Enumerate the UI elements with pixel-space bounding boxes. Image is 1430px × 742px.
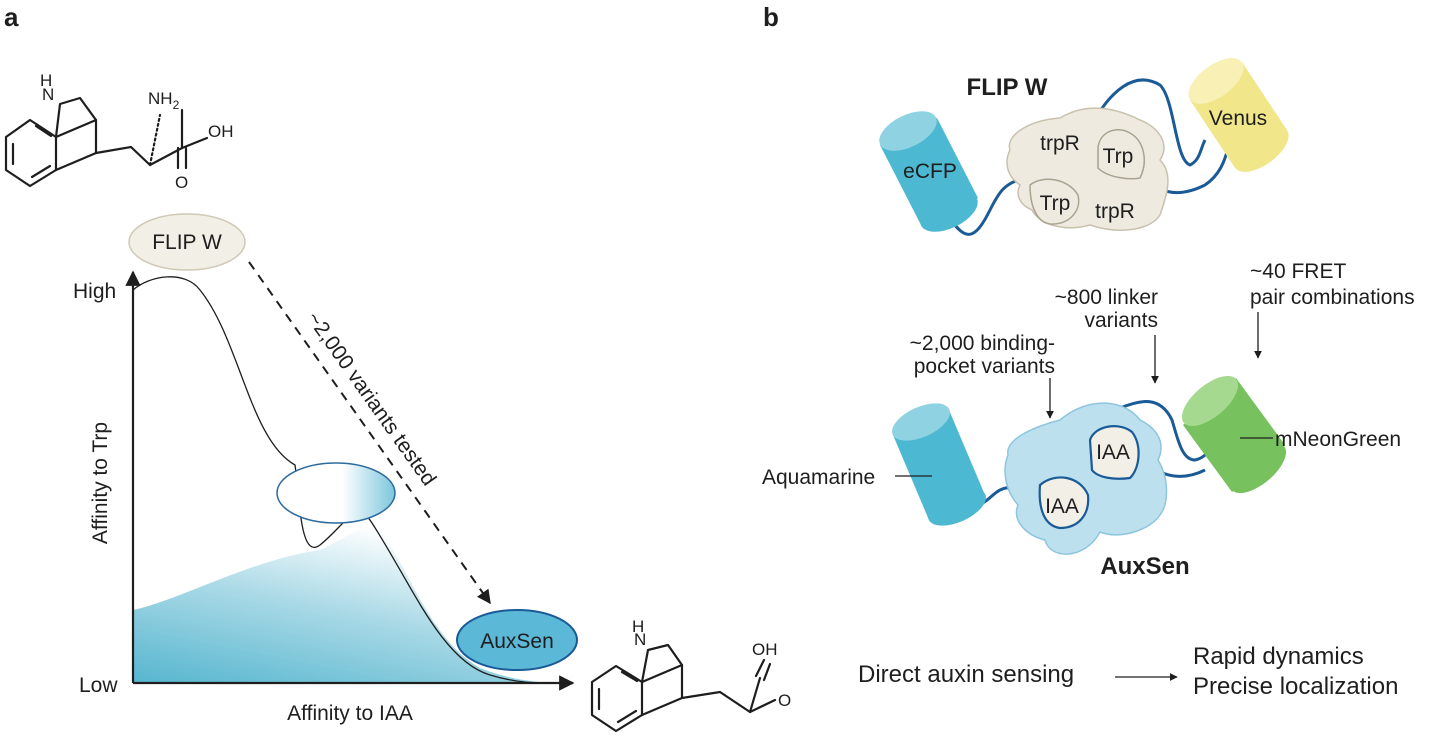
y-low-label: Low xyxy=(79,674,118,697)
auxsen-iaa-pocket-top xyxy=(1088,425,1140,480)
panel-b-letter: b xyxy=(763,2,779,32)
venus-label: Venus xyxy=(1209,107,1267,130)
venus-cylinder xyxy=(1188,58,1289,172)
flipw-trp-pocket-top xyxy=(1097,129,1145,180)
variants-dashed-arrow xyxy=(248,261,491,605)
mneongreen-cylinder xyxy=(1181,375,1287,494)
aquamarine-cylinder xyxy=(892,403,986,526)
affinity-curve xyxy=(132,276,561,684)
auxsen-protein-body xyxy=(1004,402,1168,555)
linker-variants-line2: variants xyxy=(1084,309,1158,332)
flipw-title: FLIP W xyxy=(967,74,1048,101)
iaa-structure: N H OH O xyxy=(590,617,791,733)
intermediate-variant-oval xyxy=(276,462,396,524)
flipw-oval-label: FLIP W xyxy=(152,231,222,254)
trp-nh2-group: NH2 xyxy=(148,89,180,112)
auxsen-iaa-pocket-bottom xyxy=(1038,476,1090,530)
trp-oh-group: OH xyxy=(208,122,234,141)
x-axis-label: Affinity to IAA xyxy=(287,702,413,725)
rapid-dynamics: Rapid dynamics xyxy=(1193,643,1364,670)
y-high-label: High xyxy=(73,280,116,303)
auxsen-title: AuxSen xyxy=(1100,553,1189,580)
y-axis-label: Affinity to Trp xyxy=(89,422,112,544)
mneongreen-label: mNeonGreen xyxy=(1275,428,1401,451)
fret-pairs-line1: ~40 FRET xyxy=(1250,260,1346,283)
ecfp-cylinder xyxy=(879,111,978,232)
iaa-n-atom: N xyxy=(634,630,646,649)
binding-variants-line2: pocket variants xyxy=(914,355,1055,378)
trp-label-top: Trp xyxy=(1103,145,1134,168)
panel-a-letter: a xyxy=(4,2,19,32)
iaa-h-atom: H xyxy=(632,617,644,636)
auxsen-oval-label: AuxSen xyxy=(480,630,554,653)
trp-h-atom: H xyxy=(40,71,52,90)
ecfp-label: eCFP xyxy=(903,160,957,183)
iaa-o-atom: O xyxy=(778,691,791,710)
trp-o-atom: O xyxy=(175,173,188,192)
linker-variants-line1: ~800 linker xyxy=(1055,286,1158,309)
iaa-oh-group: OH xyxy=(752,640,778,659)
iaa-label-top: IAA xyxy=(1096,441,1130,464)
flipw-linker-top xyxy=(1088,78,1207,167)
precise-localization: Precise localization xyxy=(1193,673,1398,700)
affinity-area-fill xyxy=(133,526,560,683)
auxsen-oval xyxy=(456,609,578,671)
trp-n-atom: N xyxy=(42,85,54,104)
direct-auxin-sensing: Direct auxin sensing xyxy=(858,661,1074,688)
flipw-trp-pocket-bottom xyxy=(1029,178,1080,225)
flipw-linker-left xyxy=(943,178,1019,236)
binding-variants-line1: ~2,000 binding- xyxy=(910,332,1055,355)
iaa-label-bottom: IAA xyxy=(1045,495,1079,518)
tryptophan-structure: N H NH2 OH O xyxy=(4,71,234,192)
variants-tested-label: ~2,000 variants tested xyxy=(302,308,441,490)
fret-pairs-line2: pair combinations xyxy=(1250,286,1415,309)
aquamarine-label: Aquamarine xyxy=(762,466,875,489)
trpr-label-top: trpR xyxy=(1040,132,1080,155)
trpr-label-bottom: trpR xyxy=(1095,200,1135,223)
flipw-oval xyxy=(128,213,246,271)
trp-label-bottom: Trp xyxy=(1040,192,1071,215)
